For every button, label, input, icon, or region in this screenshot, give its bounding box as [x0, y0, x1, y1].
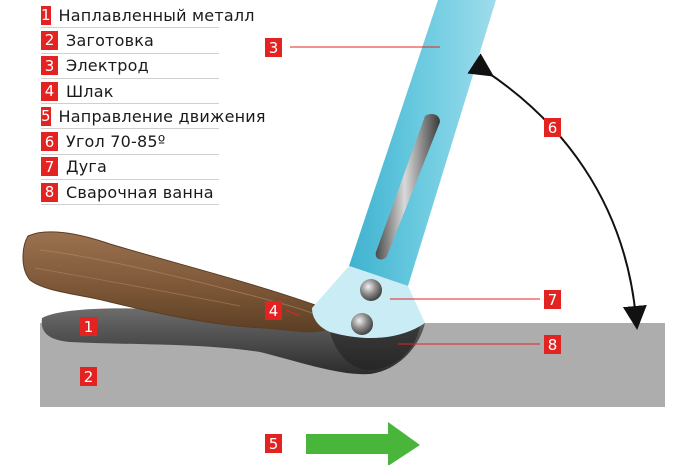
legend-label: Наплавленный металл	[58, 5, 255, 25]
legend-number: 4	[41, 81, 58, 101]
droplet	[351, 313, 373, 335]
slag	[22, 231, 331, 333]
legend-label: Заготовка	[66, 30, 155, 50]
legend-item: 2 Заготовка	[41, 28, 219, 54]
legend-label: Угол 70-85º	[66, 132, 166, 152]
legend-item: 5 Направление движения	[41, 104, 266, 130]
weld-pool	[330, 326, 420, 370]
legend-number: 5	[41, 106, 51, 126]
droplet	[360, 279, 382, 301]
direction-arrow	[306, 422, 420, 465]
electrode-callout: 3	[265, 38, 282, 57]
electrode-core-rod	[375, 114, 440, 260]
legend-label: Дуга	[66, 157, 107, 177]
angle-callout: 6	[544, 118, 561, 137]
arc-callout: 7	[544, 290, 561, 309]
direction-callout: 5	[265, 434, 282, 453]
workpiece-callout: 2	[80, 367, 97, 386]
legend-number: 8	[41, 182, 58, 202]
angle-arrow	[467, 53, 647, 330]
legend-label: Шлак	[66, 81, 114, 101]
slag-callout: 4	[265, 301, 282, 320]
legend-number: 2	[41, 30, 58, 50]
legend: 1 Наплавленный металл 2 Заготовка 3 Элек…	[41, 3, 266, 206]
legend-label: Направление движения	[58, 106, 266, 126]
legend-number: 3	[41, 56, 58, 76]
weld-pool-callout: 8	[544, 335, 561, 354]
legend-item: 3 Электрод	[41, 54, 219, 79]
legend-item: 8 Сварочная ванна	[41, 180, 219, 206]
legend-item: 1 Наплавленный металл	[41, 3, 255, 29]
legend-number: 1	[41, 5, 51, 25]
legend-item: 4 Шлак	[41, 79, 219, 105]
legend-number: 6	[41, 132, 58, 152]
legend-label: Электрод	[66, 56, 149, 76]
legend-item: 7 Дуга	[41, 155, 219, 181]
legend-item: 6 Угол 70-85º	[41, 129, 219, 155]
arc-zone	[312, 266, 425, 339]
deposited-metal-callout: 1	[80, 317, 97, 336]
legend-number: 7	[41, 157, 58, 177]
legend-label: Сварочная ванна	[66, 182, 214, 202]
